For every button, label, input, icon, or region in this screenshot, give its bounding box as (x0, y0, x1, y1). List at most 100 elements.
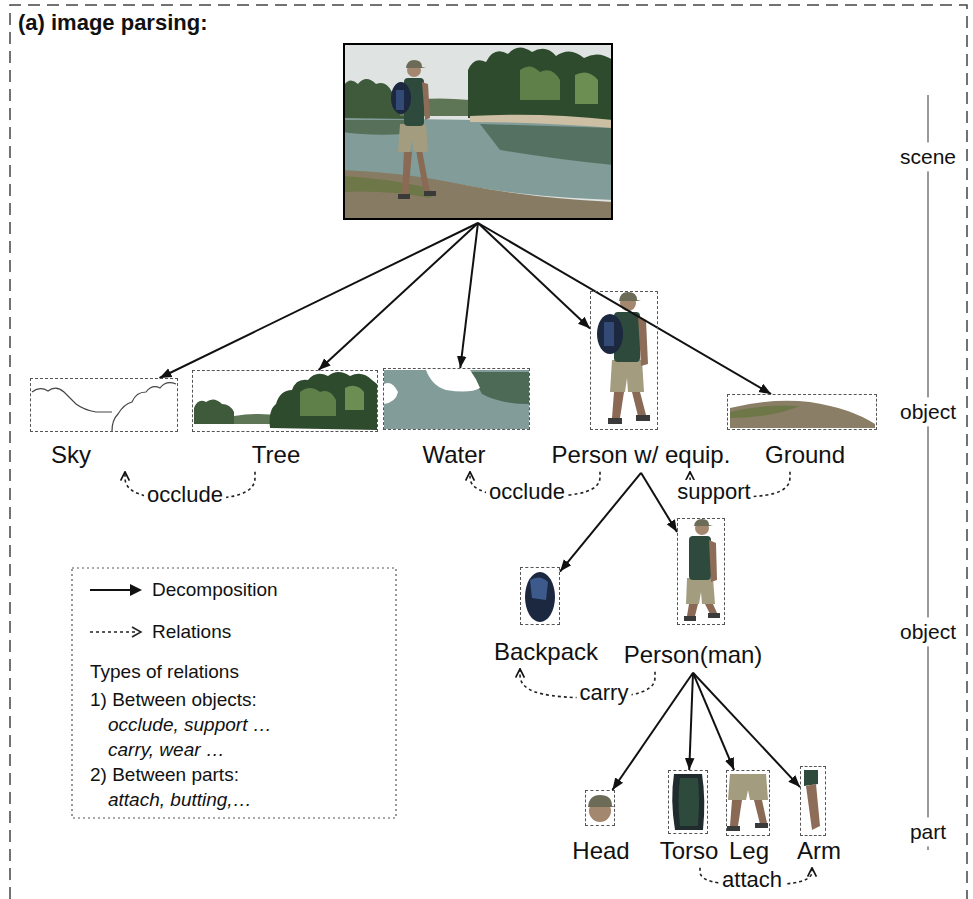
backpack-art (525, 572, 555, 622)
relation-label: attach (719, 868, 785, 892)
person-man-art (684, 519, 720, 621)
tree-region-art (194, 372, 377, 430)
sky-region-art (112, 383, 176, 431)
legend-box (90, 631, 138, 633)
torso-art (672, 774, 704, 830)
part-region: Head (585, 790, 615, 826)
relation-label: occlude (144, 483, 226, 507)
level-axis (927, 95, 928, 850)
object-region: Tree (192, 370, 378, 432)
level-label: part (906, 817, 950, 846)
scene-photo-art (520, 66, 560, 100)
legend-note: Types of relations (90, 661, 239, 684)
scene-photo-art (343, 43, 613, 220)
node-label: Leg (729, 837, 769, 866)
person-equipped-art (610, 360, 644, 392)
object-region: Person w/ equip. (590, 291, 658, 430)
arm-art (804, 770, 820, 830)
person-equipped-art (612, 392, 624, 418)
part-region: Arm (800, 766, 826, 836)
object-region: Ground (727, 394, 877, 430)
figure-title: (a) image parsing: (18, 10, 207, 36)
scene-photo-art (422, 82, 430, 120)
scene-photo-art (402, 150, 412, 196)
tree-region-art (300, 388, 336, 416)
scene-photo-art (470, 115, 613, 128)
decomposition-arrow (319, 223, 478, 370)
tree-region-art (345, 386, 364, 410)
level-label: object (896, 397, 960, 426)
decomposition-arrow (159, 223, 478, 378)
leg-art (728, 774, 768, 800)
leg-art (754, 800, 767, 824)
scene-photo-art (391, 82, 411, 114)
person-man-art (694, 519, 713, 526)
legend-text: Decomposition (152, 579, 278, 602)
person-man-art (684, 616, 696, 621)
legend-box (72, 568, 396, 818)
scene-photo-art (396, 90, 404, 110)
decomposition-arrow (689, 673, 693, 770)
person-man-art (708, 613, 720, 618)
legend-note: 2) Between parts: (90, 764, 239, 787)
node-label: Ground (765, 441, 845, 470)
node-label: Head (572, 837, 629, 866)
water-region-art (384, 383, 398, 404)
relation-label: support (674, 480, 753, 504)
node-label: Arm (797, 837, 841, 866)
person-equipped-art (636, 415, 650, 421)
legend-note: attach, butting,… (108, 789, 252, 812)
object-region: Water (383, 368, 530, 430)
water-region-art (426, 370, 480, 392)
scene-photo-art (424, 191, 436, 196)
sky-region-art (32, 383, 176, 431)
scene-photo-art (468, 47, 613, 126)
torso-art (672, 774, 704, 830)
node-label: Backpack (494, 638, 598, 667)
decomposition-arrow (560, 473, 641, 572)
decomposition-arrow (460, 223, 478, 368)
scene-photo-art (406, 60, 426, 68)
node-label: Torso (660, 837, 719, 866)
person-equipped-art (597, 314, 623, 354)
person-equipped-art (638, 316, 648, 366)
person-man-art (686, 578, 715, 604)
scene-photo-art (416, 150, 430, 194)
relation-label: carry (577, 681, 632, 705)
relation-label: occlude (486, 480, 568, 504)
legend-box (72, 568, 396, 818)
outer-frame (10, 5, 967, 899)
object-region: Person(man) (677, 518, 725, 625)
scene-photo-art (398, 194, 410, 199)
legend-note: carry, wear … (108, 739, 225, 762)
legend-box (90, 589, 132, 591)
head-art (588, 795, 616, 822)
legend-box (132, 627, 141, 637)
node-label: Person(man) (624, 641, 763, 670)
scene-photo (343, 43, 613, 220)
node-label: Person w/ equip. (552, 441, 731, 470)
water-region-art (384, 370, 529, 429)
scene-photo-art (398, 124, 428, 152)
scene-photo-art (575, 72, 598, 104)
scene-photo-art (343, 43, 613, 220)
object-region: Sky (30, 378, 178, 432)
level-label: scene (896, 142, 960, 171)
person-equipped-art (632, 392, 646, 416)
person-equipped-art (604, 322, 614, 346)
object-region: Backpack (520, 567, 560, 625)
legend-note: 1) Between objects: (90, 689, 257, 712)
node-label: Tree (252, 441, 300, 470)
outer-frame (10, 5, 967, 899)
person-equipped-art (608, 418, 622, 424)
decomposition-arrow (478, 223, 590, 328)
person-equipped-art (597, 292, 650, 424)
scene-photo-art (480, 124, 613, 165)
node-label: Sky (51, 441, 91, 470)
water-region-art (384, 370, 529, 429)
leg-art (727, 826, 740, 831)
scene-photo-art (343, 120, 404, 135)
person-man-art (687, 604, 698, 616)
leg-art (755, 823, 768, 828)
level-label: object (896, 617, 960, 646)
